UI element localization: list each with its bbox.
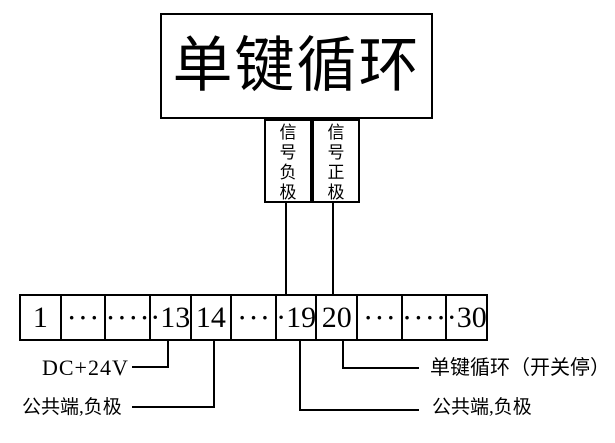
leader-terminal19-vertical [299,341,301,411]
terminal-cell-dots-a: ··· [62,296,107,339]
signal-negative-box: 信 号 负 极 [264,119,312,203]
device-box: 单键循环 [160,13,433,119]
terminal-cell-dots-e: ···· [403,296,448,339]
leader-terminal20-horizontal [342,367,419,369]
terminal-cell-20: 20 [317,296,359,339]
leader-terminal20-vertical [342,341,344,369]
terminal-cell-30: ·30 [447,300,487,334]
label-common-negative-left: 公共端,负极 [22,397,122,418]
label-single-key-cycle: 单键循环（开关停） [430,357,610,379]
terminal-cell-1: 1 [21,296,62,339]
terminal-cell-dots-c: ··· [232,296,277,339]
device-label: 单键循环 [172,33,421,99]
terminal-cell-dots-b: ···· [106,296,151,339]
signal-positive-label: 信 号 正 极 [327,123,345,202]
label-dc24v: DC+24V [42,355,129,380]
leader-terminal14-horizontal [132,406,215,408]
leader-terminal13-horizontal [132,366,169,368]
leader-terminal19-horizontal [299,409,419,411]
terminal-cell-19: ·19 [277,296,318,339]
signal-negative-label: 信 号 负 极 [279,123,297,202]
terminal-cell-13: ·13 [151,296,192,339]
leader-terminal14-vertical [213,341,215,408]
terminal-cell-dots-d: ··· [358,296,403,339]
terminal-strip: 1 ··· ···· ·13 14 ··· ·19 20 ··· ···· ·3… [19,294,488,341]
label-common-negative-right: 公共端,负极 [432,397,532,418]
wire-signal-positive [332,203,334,294]
terminal-cell-14: 14 [192,296,233,339]
signal-positive-box: 信 号 正 极 [312,119,360,203]
leader-terminal13-vertical [167,341,169,368]
wire-signal-negative [285,203,287,294]
